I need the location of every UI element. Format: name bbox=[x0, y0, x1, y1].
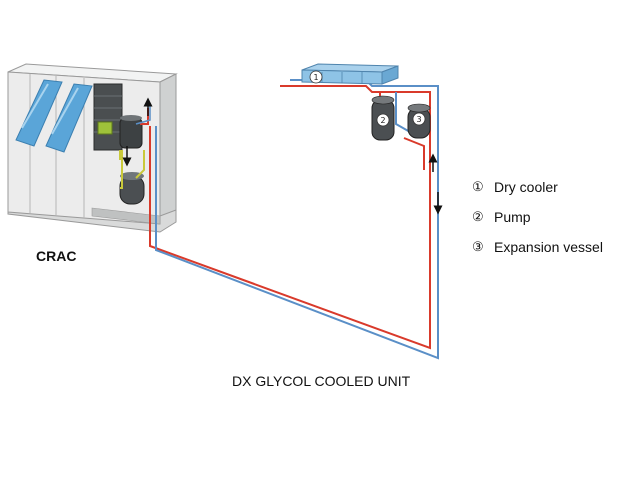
dry-cooler bbox=[301, 63, 399, 85]
legend-item-pump: ② Pump bbox=[472, 202, 603, 232]
legend-label: Dry cooler bbox=[494, 179, 558, 195]
expansion-vessel-marker bbox=[412, 112, 426, 126]
legend-number: ② bbox=[472, 209, 484, 224]
legend: ① Dry cooler ② Pump ③ Expansion vessel bbox=[472, 172, 603, 262]
crac-coil-panel bbox=[15, 79, 63, 147]
legend-label: Pump bbox=[494, 209, 531, 225]
crac-refrigerant-pipe bbox=[120, 150, 123, 189]
crac-coil-panel bbox=[45, 83, 93, 153]
expansion-vessel-marker-number: 3 bbox=[416, 115, 421, 124]
crac-unit bbox=[7, 63, 178, 233]
crac-compressor bbox=[119, 175, 145, 205]
diagram-caption: DX GLYCOL COOLED UNIT bbox=[232, 373, 411, 389]
crac-refrigerant-pipe bbox=[135, 150, 145, 179]
expansion-vessel bbox=[407, 103, 431, 139]
legend-item-expansion-vessel: ③ Expansion vessel bbox=[472, 232, 603, 262]
dry-cooler-marker-number: 1 bbox=[313, 73, 318, 82]
pump-marker bbox=[376, 113, 390, 127]
crac-control-panel bbox=[97, 121, 113, 135]
legend-number: ③ bbox=[472, 239, 484, 254]
crac-label: CRAC bbox=[36, 248, 77, 264]
crac-blower bbox=[93, 83, 123, 151]
dry-cooler-marker bbox=[309, 70, 323, 84]
supply-pipe bbox=[149, 85, 431, 350]
pump bbox=[371, 95, 395, 141]
legend-item-dry-cooler: ① Dry cooler bbox=[472, 172, 603, 202]
pump-marker-number: 2 bbox=[380, 116, 385, 125]
legend-label: Expansion vessel bbox=[494, 239, 603, 255]
legend-number: ① bbox=[472, 179, 484, 194]
glycol-loop bbox=[149, 79, 443, 360]
